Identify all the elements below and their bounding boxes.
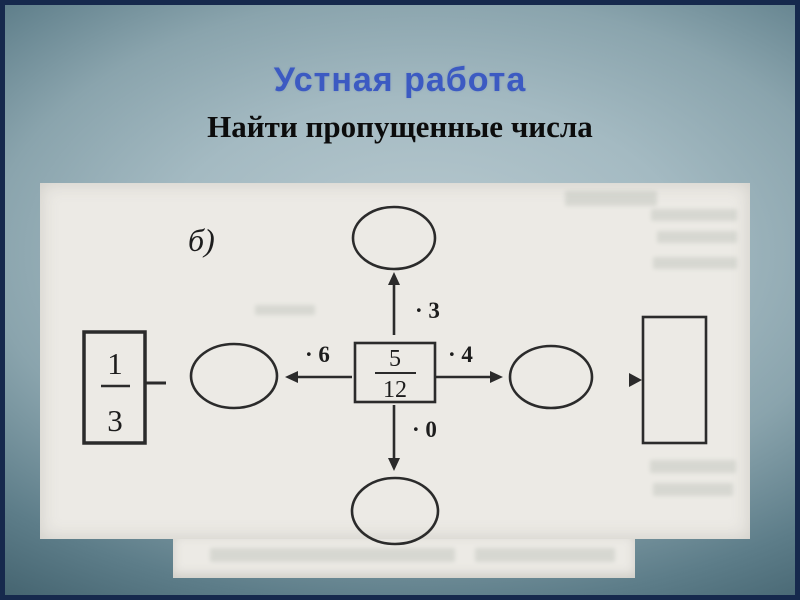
scan-image-bottom-strip [173,539,635,578]
scan-bleedthrough [657,231,737,243]
multiplier-down: · 0 [412,417,437,442]
multiplier-right: · 4 [448,342,473,367]
scan-bleedthrough [653,257,737,269]
right-answer-rectangle [641,315,708,445]
diagram: б) · 3 · 6 · 4 · 0 5 12 1 3 [82,205,708,546]
right-answer-ellipse [508,344,594,410]
part-label: б) [188,222,215,258]
scan-bleedthrough [210,548,455,562]
slide-subtitle: Найти пропущенные числа [207,109,593,144]
top-answer-ellipse [351,205,437,271]
multiplier-up: · 3 [415,298,440,323]
scan-bleedthrough [651,209,737,221]
down-arrowhead-icon [388,458,400,471]
right-box-arrowhead-icon [629,373,642,387]
bottom-answer-ellipse [350,476,440,546]
center-fraction-numerator: 5 [389,346,401,372]
scan-image [40,183,750,539]
center-fraction-denominator: 12 [383,377,407,403]
multiplier-left: · 6 [305,342,330,367]
scan-bleedthrough [650,460,736,473]
scan-bleedthrough [475,548,615,562]
up-arrowhead-icon [388,272,400,285]
left-fraction-box [82,330,147,445]
left-fraction-denominator: 3 [107,403,123,438]
left-arrowhead-icon [285,371,298,383]
scan-bleedthrough [255,305,315,315]
left-fraction-numerator: 1 [107,346,123,381]
center-fraction-box [353,341,437,404]
scan-bleedthrough [565,191,657,206]
slide-title: Устная работа [273,61,527,99]
scan-bleedthrough [653,483,733,496]
left-answer-ellipse [189,342,279,410]
right-arrowhead-icon [490,371,503,383]
